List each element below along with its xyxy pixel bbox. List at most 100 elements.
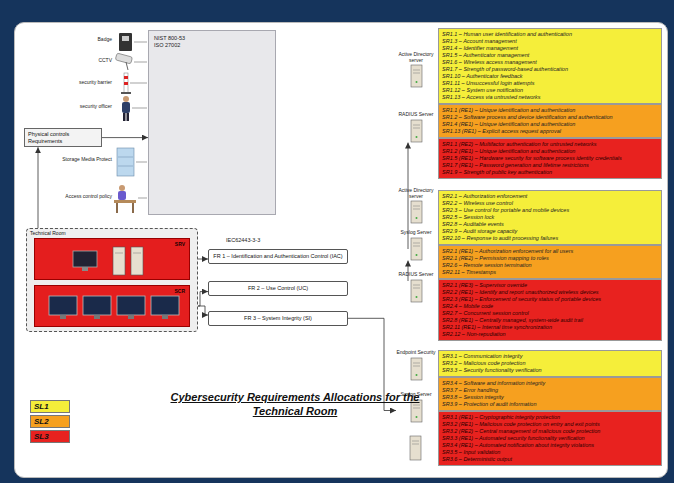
requirement-item: SR1.5 (RE1) – Hardware security for soft… xyxy=(442,155,658,162)
requirement-item: SR2.8 – Auditable events xyxy=(442,221,658,228)
barrier-stripe xyxy=(124,82,128,85)
requirement-item: SR2.3 (RE1) – Enforcement of security st… xyxy=(442,296,658,303)
requirement-item: SR1.4 – Identifier management xyxy=(442,45,658,52)
node-label: SCR xyxy=(174,288,185,294)
requirement-list: SR2.1 – Authorization enforcementSR2.2 –… xyxy=(438,190,662,245)
requirement-item: SR1.3 – Account management xyxy=(442,38,658,45)
annotation-label: security barrier xyxy=(62,80,112,86)
policy-icon xyxy=(114,185,136,213)
requirement-item: SR2.12 – Non-repudiation xyxy=(442,331,658,338)
camera-pole xyxy=(126,62,128,70)
fr-box: FR 1 – Identification and Authentication… xyxy=(208,249,348,264)
server-icon xyxy=(406,279,427,303)
requirement-list: SR3.1 – Communication integritySR3.2 – M… xyxy=(438,350,662,377)
officer-icon xyxy=(122,96,130,121)
legend-swatch: SL1 xyxy=(30,400,70,413)
badge-slot xyxy=(122,36,129,41)
server-icon xyxy=(410,436,421,460)
node-label: RADIUS Server xyxy=(398,112,433,118)
connector xyxy=(102,137,148,138)
requirement-item: SR1.11 – Unsuccessful login attempts xyxy=(442,80,658,87)
node-label: SRV xyxy=(175,241,185,247)
requirement-list: SR3.4 – Software and information integri… xyxy=(438,377,662,411)
desk xyxy=(114,200,136,203)
barrier-post xyxy=(124,73,128,93)
requirement-item: SR2.6 – Remote session termination xyxy=(442,262,658,269)
requirement-item: SR1.13 – Access via untrusted networks xyxy=(442,94,658,101)
node-label: RADIUS Server xyxy=(398,272,433,278)
requirement-item: SR1.2 – Software process and device iden… xyxy=(442,114,658,121)
standard-box: NIST 800-53 ISO 27002 xyxy=(148,30,276,215)
requirement-item: SR3.4 (RE1) – Automated notification abo… xyxy=(442,442,658,449)
requirement-item: SR3.3 (RE1) – Automated security functio… xyxy=(442,435,658,442)
leader-line xyxy=(138,198,147,199)
requirement-item: SR2.1 (RE1) – Authorization enforcement … xyxy=(442,248,658,255)
requirement-item: SR2.10 – Response to audit processing fa… xyxy=(442,235,658,242)
requirement-item: SR2.2 – Wireless use control xyxy=(442,200,658,207)
server-node: Active Directory server xyxy=(396,52,436,88)
desk-leg xyxy=(132,203,134,213)
cctv-icon xyxy=(115,53,132,70)
head xyxy=(119,185,125,191)
requirement-item: SR1.4 (RE1) – Unique identification and … xyxy=(442,121,658,128)
zone-box: SCR xyxy=(34,285,190,327)
requirement-item: SR1.1 (RE1) – Unique identification and … xyxy=(442,107,658,114)
body xyxy=(122,102,130,113)
requirement-item: SR1.12 – System use notification xyxy=(442,87,658,94)
connector xyxy=(408,261,409,282)
legend-swatch: SL3 xyxy=(30,430,70,443)
requirement-item: SR1.5 – Authenticator management xyxy=(442,52,658,59)
diagram-title: Cybersecurity Requirements Allocations f… xyxy=(170,390,420,419)
annotation-label: Storage Media Protect xyxy=(62,157,112,163)
legend-text: SL3 xyxy=(34,432,49,441)
legend-text: SL1 xyxy=(34,402,49,411)
annotation-label: IEC62443-3-3 xyxy=(226,237,286,243)
requirement-item: SR2.11 – Timestamps xyxy=(442,269,658,276)
requirement-item: SR2.7 – Concurrent session control xyxy=(442,310,658,317)
server-icon xyxy=(406,200,427,224)
node-label: Technical Room xyxy=(30,230,194,236)
server-node: Endpoint Security xyxy=(396,350,436,381)
node-label: Active Directory server xyxy=(396,52,436,63)
node-label: FR 2 – Use Control (UC) xyxy=(213,285,343,292)
server-node: Syslog Server xyxy=(396,230,436,261)
requirement-list: SR1.1 (RE2) – Multifactor authentication… xyxy=(438,138,662,179)
node-label: NIST 800-53 ISO 27002 xyxy=(154,35,194,49)
server-icon xyxy=(406,119,427,143)
requirement-item: SR2.9 – Audit storage capacity xyxy=(442,228,658,235)
requirement-item: SR3.2 (RE1) – Malicious code protection … xyxy=(442,421,658,428)
requirement-box: Physical controls Requirements xyxy=(24,128,102,147)
requirement-item: SR2.11 (RE1) – Internal time synchroniza… xyxy=(442,324,658,331)
requirement-item: SR1.1 – Human user identification and au… xyxy=(442,31,658,38)
requirement-item: SR3.5 – Input validation xyxy=(442,449,658,456)
leader-line xyxy=(130,83,147,84)
leader-line xyxy=(136,162,147,163)
badge-reader xyxy=(119,33,132,51)
server-node: Active Directory server xyxy=(396,188,436,224)
requirement-item: SR2.4 – Mobile code xyxy=(442,303,658,310)
room-boundary: Technical RoomSRV SCR xyxy=(26,228,198,332)
server-icon xyxy=(406,237,427,261)
server-icon xyxy=(406,64,427,88)
leader-lines xyxy=(130,42,147,198)
cabinet xyxy=(117,148,134,176)
requirement-item: SR1.1 (RE2) – Multifactor authentication… xyxy=(442,141,658,148)
drive-bay xyxy=(412,441,419,442)
server-node: RADIUS Server xyxy=(396,272,436,303)
requirement-item: SR2.1 (RE2) – Permission mapping to role… xyxy=(442,255,658,262)
zone-box: SRV xyxy=(34,238,190,280)
body xyxy=(118,191,126,200)
camera-body xyxy=(115,53,132,64)
annotation-label: Access control policy xyxy=(62,194,112,200)
fr-box: FR 3 – System Integrity (SI) xyxy=(208,311,348,326)
requirement-list: SR3.1 (RE1) – Cryptographic integrity pr… xyxy=(438,411,662,466)
connector xyxy=(38,147,39,228)
requirement-item: SR3.7 – Error handling xyxy=(442,387,658,394)
requirement-list: SR2.1 (RE1) – Authorization enforcement … xyxy=(438,245,662,279)
requirement-item: SR2.1 – Authorization enforcement xyxy=(442,193,658,200)
requirement-list: SR1.1 (RE1) – Unique identification and … xyxy=(438,104,662,138)
leg xyxy=(127,113,130,121)
requirement-item: SR2.3 – Use control for portable and mob… xyxy=(442,207,658,214)
requirement-list: SR1.1 – Human user identification and au… xyxy=(438,28,662,104)
